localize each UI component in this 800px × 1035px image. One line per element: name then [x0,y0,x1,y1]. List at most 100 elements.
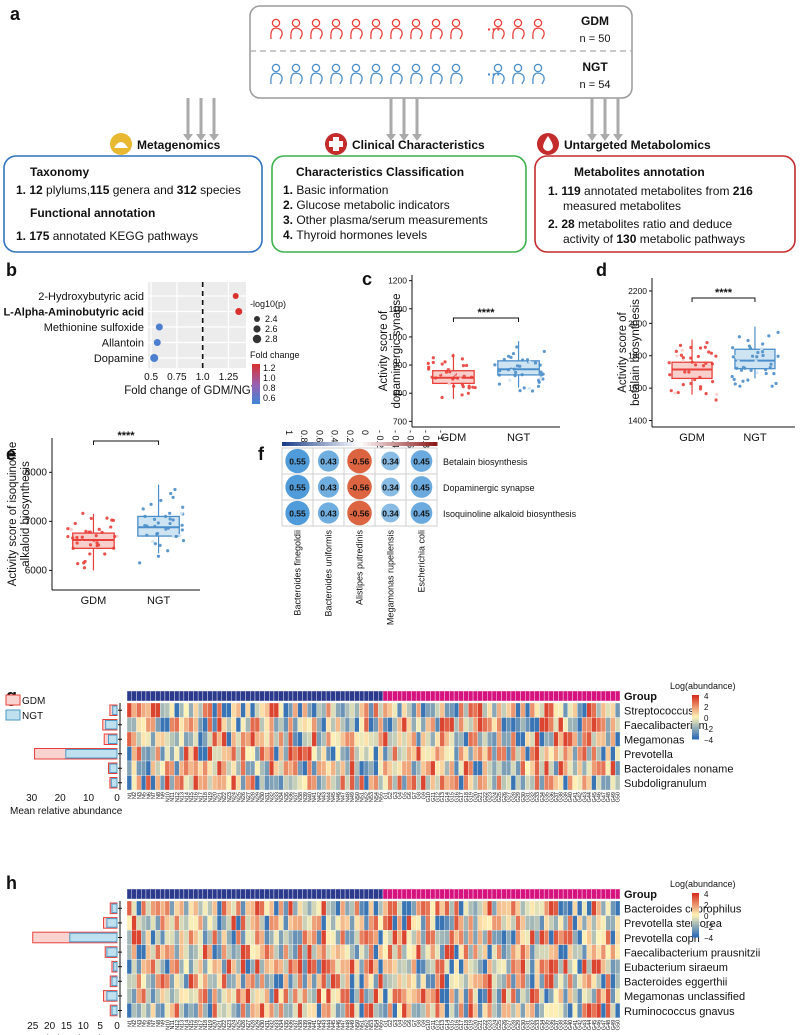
heat-cell [363,760,369,776]
heat-cell [325,944,331,960]
jitter-point [493,363,497,367]
group-cell [325,690,332,702]
sample-label: G9 [421,792,427,799]
heat-cell [254,746,260,762]
heat-cell [510,702,516,718]
heat-cell [226,760,232,776]
heat-cell [430,746,436,762]
sample-label: G12 [435,792,441,802]
heat-cell [539,973,545,989]
scale-bar-segment [289,442,295,446]
heat-cell [596,746,602,762]
heat-cell [188,746,194,762]
person-head-icon [351,18,361,28]
heat-cell [610,702,616,718]
heat-cell [311,1003,317,1018]
heat-cell [126,915,132,931]
heat-cell [444,988,450,1004]
heat-cell [188,900,194,916]
jitter-point [539,370,543,374]
group-cell [221,888,227,900]
heat-cell [335,717,341,733]
heat-cell [283,944,289,960]
person-head-icon [311,63,321,73]
group-cell [159,690,166,702]
group-cell [430,690,436,702]
heat-cell [306,988,313,1004]
heat-cell [548,915,554,931]
heat-cell [453,959,459,975]
heat-cell [544,746,550,762]
heat-cell [273,915,279,931]
scale-bar-segment [425,442,430,446]
heat-cell [477,775,483,791]
heat-cell [126,973,132,989]
heat-cell [548,973,554,989]
heat-cell [344,746,350,762]
jitter-point [452,384,456,388]
group-cell [363,888,369,900]
group-cell [463,888,469,900]
heat-cell [378,760,384,776]
species-label: Megamonas rupellensis [386,530,396,626]
group-cell [349,888,355,900]
heat-cell [591,915,597,931]
jitter-point [95,541,99,545]
heat-cell [311,717,317,733]
heat-cell [411,1003,417,1018]
heat-cell [420,702,426,718]
heat-cell [235,915,241,931]
jitter-point [522,386,526,390]
jitter-point [460,393,464,397]
group-title: Group [624,889,657,901]
heat-cell [306,959,313,975]
person-body-icon [270,27,283,40]
jitter-point [518,389,522,393]
sample-label: G33 [535,792,541,802]
heat-cell [506,973,512,989]
jitter-point [689,356,693,360]
heat-cell [330,944,336,960]
heat-cell [534,930,540,945]
heat-cell [292,717,298,733]
jitter-point [452,371,457,375]
heat-cell [311,959,317,975]
heat-cell [373,930,379,945]
heat-cell [397,702,403,718]
heat-cell [283,915,289,931]
heat-cell [359,930,365,945]
sample-label: G32 [530,1020,536,1030]
heat-cell [477,702,483,718]
jitter-point [735,366,739,370]
group-cell [178,690,185,702]
heat-cell [363,717,369,733]
heat-cell [477,915,483,931]
legend-tick: 4 [704,890,709,899]
heat-cell [600,702,606,718]
heat-cell [325,915,331,931]
heat-cell [392,775,398,791]
heat-cell [363,959,369,975]
person-body-icon [430,72,443,85]
group-cell [273,690,279,702]
sample-label: N35 [284,792,290,802]
heat-cell [292,988,298,1004]
heat-cell [397,731,403,747]
jitter-point [680,348,684,352]
heat-cell [581,973,587,989]
group-cell [254,888,260,900]
list-number: 1. [16,229,29,243]
heat-cell [197,746,203,762]
jitter-point [71,546,75,550]
heat-cell [254,988,260,1004]
ngt-abundance-bar [110,778,118,788]
legend-segment [692,894,699,897]
heat-cell [325,746,331,762]
group-cell [449,888,455,900]
heat-cell [491,915,497,931]
heat-cell [501,717,507,733]
heat-cell [539,702,545,718]
heat-cell [444,775,450,791]
heat-cell [311,944,317,960]
group-cell [174,690,180,702]
